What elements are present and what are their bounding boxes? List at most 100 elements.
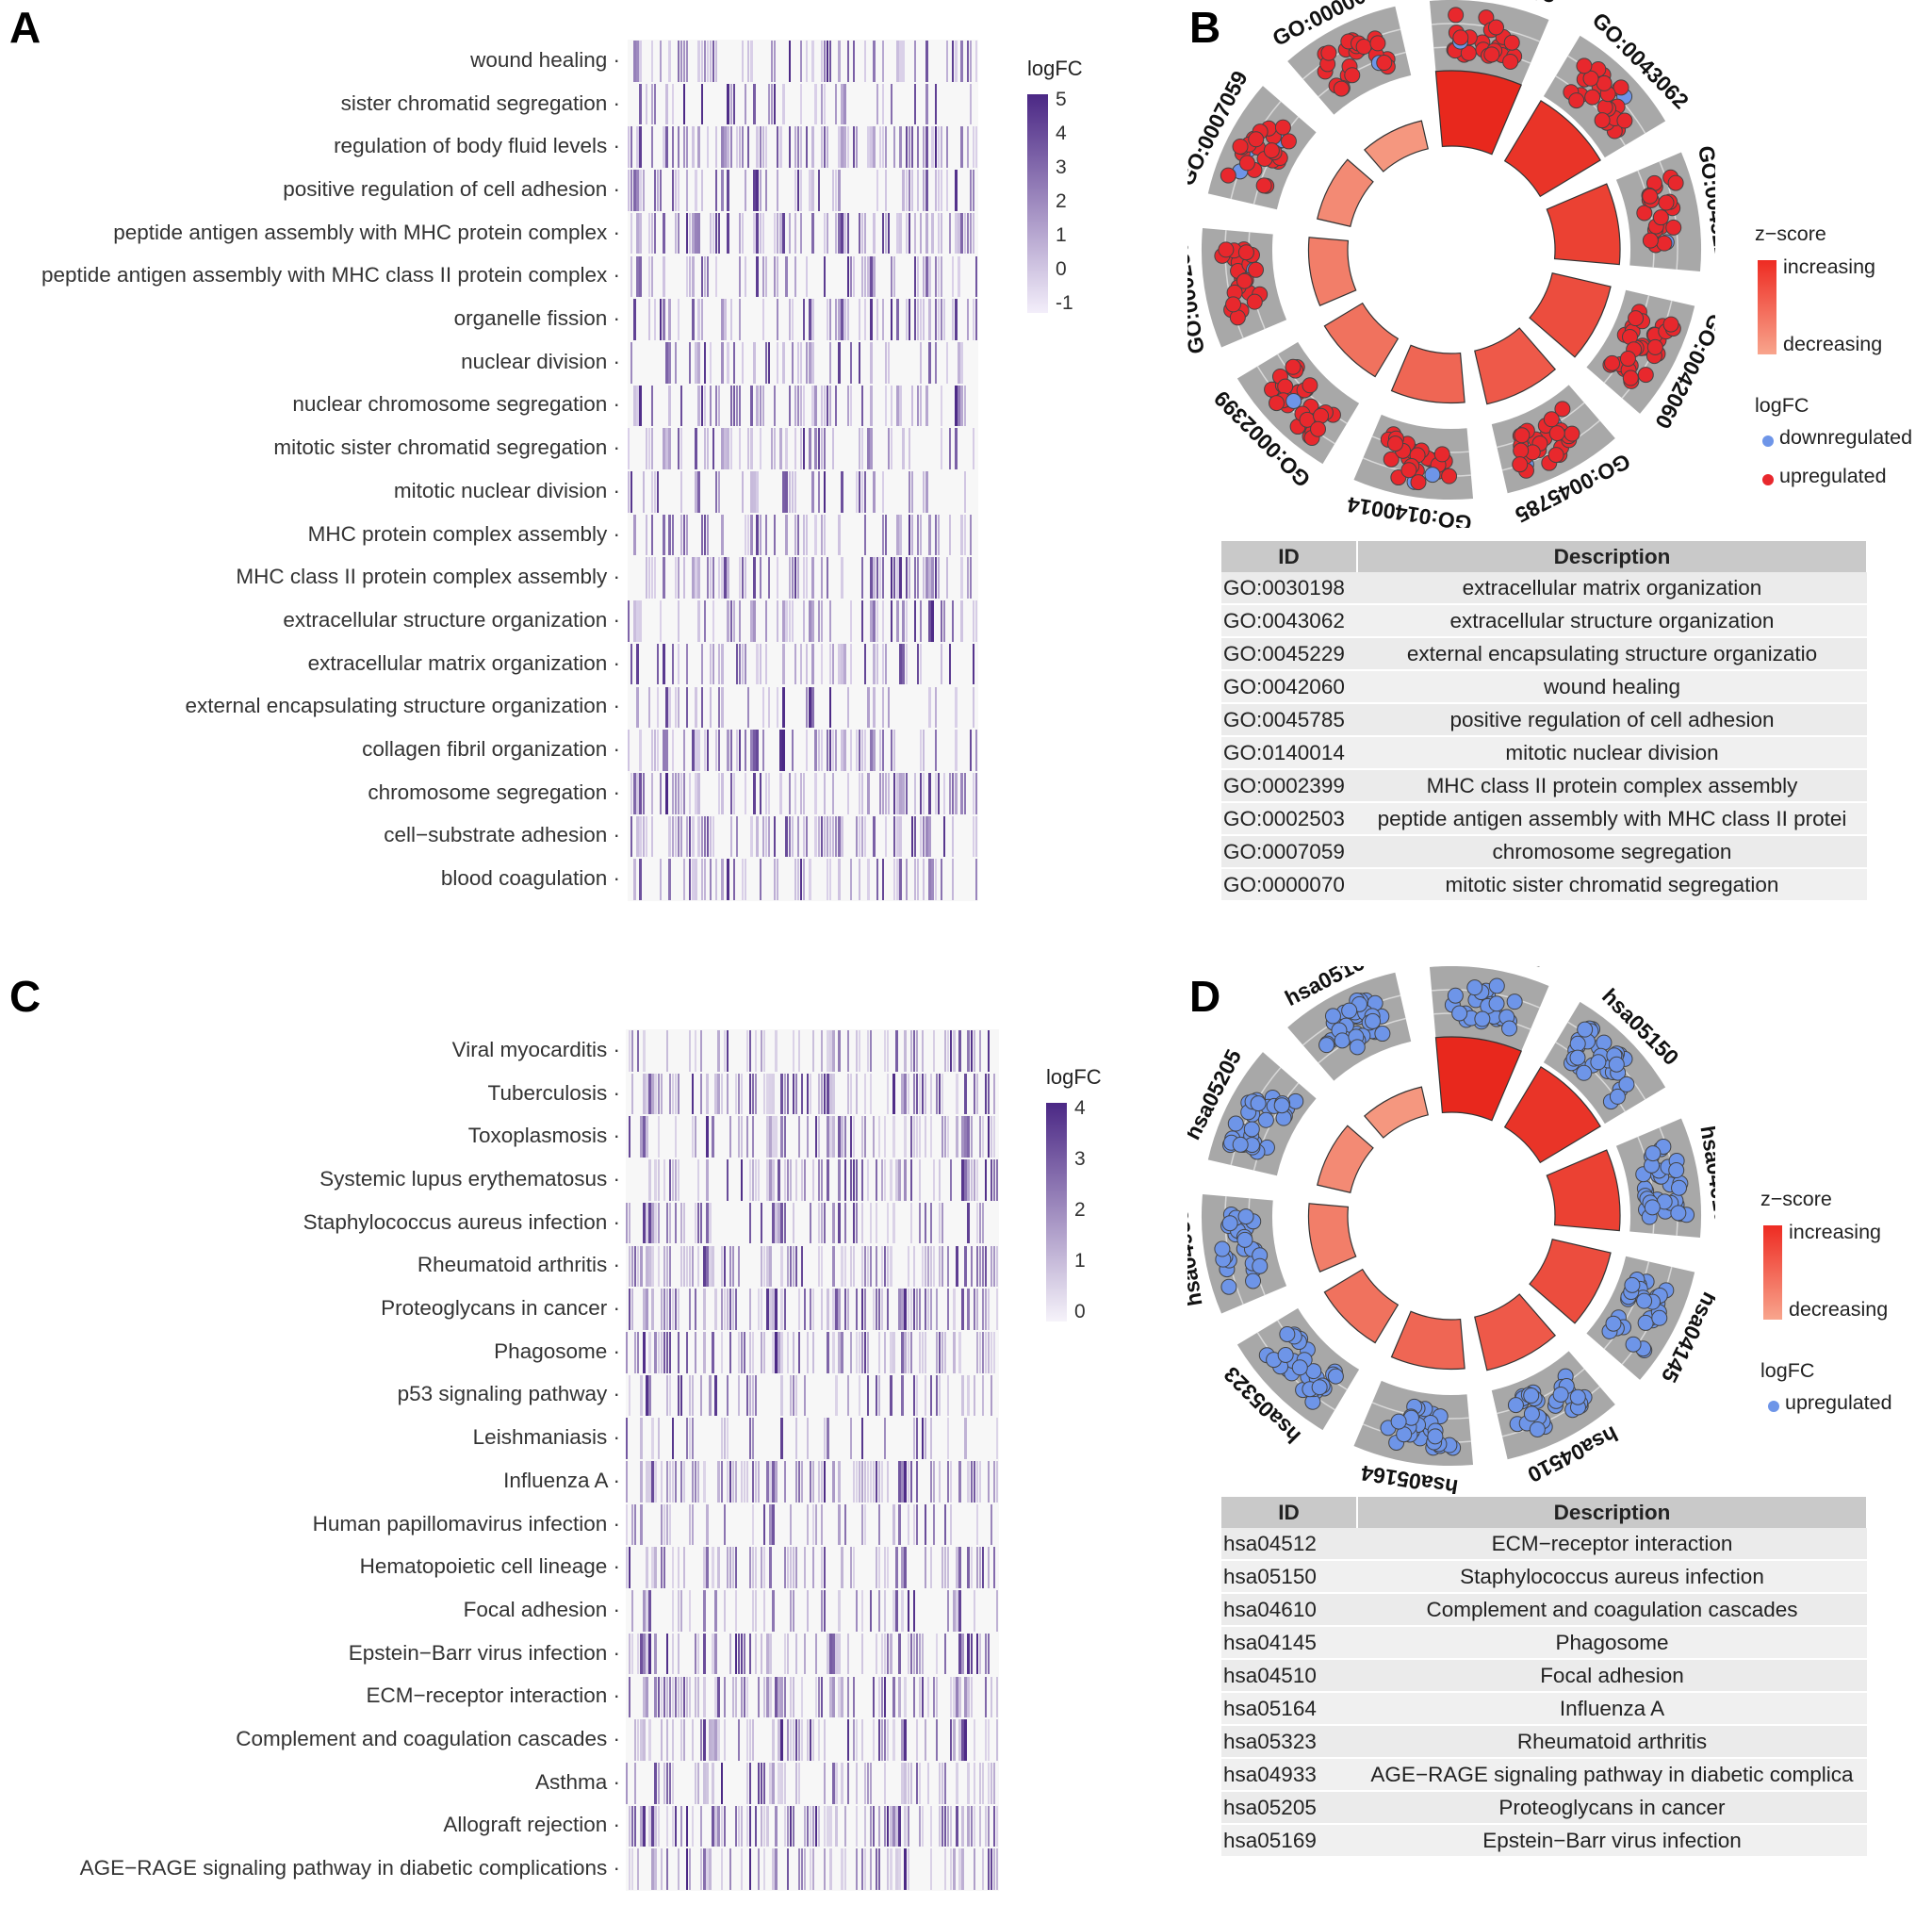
heatmap-cell	[891, 385, 893, 427]
heatmap-cell	[978, 1202, 981, 1244]
gene-point	[1569, 1388, 1586, 1405]
heatmap-cell	[987, 1289, 991, 1330]
heatmap-cell	[677, 1374, 680, 1417]
gene-point	[1596, 99, 1613, 116]
heatmap-cell	[671, 1073, 675, 1115]
heatmap-cell	[740, 1116, 744, 1158]
heatmap-cell	[832, 1331, 835, 1373]
heatmap-cell	[887, 212, 891, 255]
heatmap-cell	[846, 255, 849, 298]
heatmap-cell	[714, 1676, 717, 1718]
heatmap-cell	[653, 212, 657, 255]
heatmap-cell	[806, 557, 809, 599]
heatmap-cell	[660, 1719, 663, 1761]
heatmap-cell	[953, 1676, 956, 1718]
heatmap-cell	[706, 255, 709, 298]
heatmap-cell	[860, 1719, 864, 1761]
heatmap-cell	[782, 212, 785, 255]
heatmap-cell	[915, 1030, 918, 1072]
heatmap-cell	[792, 1073, 794, 1115]
heatmap-cell	[755, 1030, 758, 1072]
heatmap-row-label: Influenza A ·	[503, 1468, 620, 1492]
heatmap-cell	[755, 1374, 758, 1417]
heatmap-cell	[923, 471, 925, 513]
heatmap-cell	[961, 1633, 964, 1675]
heatmap-cell	[741, 41, 745, 82]
heatmap-cell	[916, 170, 920, 211]
heatmap-cell	[648, 1073, 651, 1115]
heatmap-cell	[772, 1503, 775, 1546]
heatmap-cell	[671, 772, 674, 814]
heatmap-cell	[668, 1676, 671, 1718]
heatmap-cell	[855, 1331, 858, 1373]
heatmap-cell	[910, 471, 913, 513]
heatmap-cell	[674, 772, 677, 814]
heatmap-cell	[975, 1159, 978, 1201]
heatmap-cell	[931, 859, 934, 900]
heatmap-cell	[929, 1418, 933, 1459]
heatmap-cell	[706, 126, 709, 169]
heatmap-cell	[806, 1590, 810, 1632]
heatmap-cell	[823, 255, 826, 298]
heatmap-cell	[995, 1848, 999, 1890]
heatmap-cell	[786, 1331, 789, 1373]
heatmap-cell	[832, 730, 835, 771]
heatmap-cell	[769, 1289, 772, 1330]
heatmap-cell	[772, 1289, 775, 1330]
heatmap-cell	[828, 299, 832, 340]
heatmap-cell	[663, 255, 665, 298]
heatmap-cell	[858, 428, 861, 469]
heatmap-cell	[640, 1418, 643, 1459]
heatmap-cell	[939, 1245, 941, 1288]
heatmap-cell	[953, 1590, 956, 1632]
heatmap-cell	[861, 428, 864, 469]
heatmap-cell	[756, 212, 759, 255]
heatmap-cell	[706, 1159, 709, 1201]
heatmap-cell	[729, 1547, 731, 1589]
heatmap-cell	[878, 772, 881, 814]
heatmap-cell	[869, 1762, 873, 1804]
heatmap-cell	[849, 1116, 852, 1158]
heatmap-row-label: ECM−receptor interaction ·	[366, 1683, 620, 1708]
heatmap-cell	[876, 1202, 878, 1244]
heatmap-cell	[674, 1202, 678, 1244]
gene-point	[1433, 446, 1450, 463]
heatmap-row-label: Asthma ·	[534, 1769, 620, 1794]
heatmap-cell	[636, 212, 639, 255]
term-description-cell: extracellular structure organization	[1357, 604, 1867, 638]
heatmap-cell	[815, 1805, 818, 1848]
heatmap-cell	[663, 1331, 665, 1373]
heatmap-cell	[709, 1719, 712, 1761]
heatmap-cell	[832, 1461, 835, 1503]
gene-point	[1302, 377, 1318, 394]
heatmap-cell	[759, 859, 761, 900]
heatmap-cell	[893, 557, 896, 599]
heatmap-cell	[907, 1289, 909, 1330]
heatmap-cell	[904, 1762, 907, 1804]
gene-point	[1285, 358, 1302, 375]
heatmap-cell	[867, 428, 870, 469]
heatmap-cell	[774, 514, 777, 556]
heatmap-row-label: blood coagulation ·	[440, 866, 620, 891]
heatmap-cell	[940, 212, 942, 255]
heatmap-cell	[703, 41, 706, 82]
heatmap-cell	[905, 772, 908, 814]
heatmap-cell	[654, 1073, 657, 1115]
heatmap-cell	[905, 126, 908, 169]
heatmap-cell	[841, 299, 843, 340]
heatmap-cell	[884, 341, 888, 384]
heatmap-cell	[901, 1073, 904, 1115]
heatmap-cell	[846, 1289, 849, 1330]
heatmap-cell	[899, 126, 902, 169]
heatmap-cell	[772, 1848, 775, 1890]
heatmap-cell	[944, 1030, 947, 1072]
heatmap-cell	[981, 1331, 984, 1373]
heatmap-cell	[780, 1289, 783, 1330]
heatmap-cell	[995, 1461, 999, 1503]
heatmap-cell	[686, 126, 689, 169]
heatmap-cell	[960, 600, 963, 642]
heatmap-cell	[686, 686, 689, 729]
heatmap-cell	[981, 1374, 984, 1417]
gene-point	[1311, 1379, 1328, 1396]
